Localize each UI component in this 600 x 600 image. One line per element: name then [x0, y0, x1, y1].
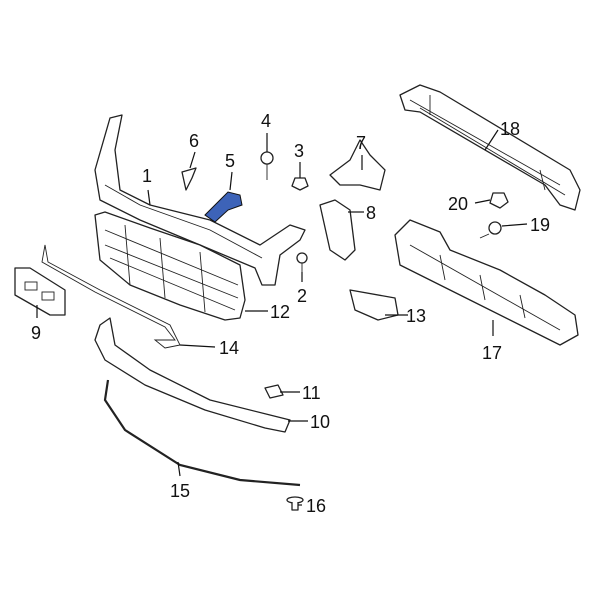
callout-7: 7: [356, 133, 366, 153]
callout-18: 18: [500, 119, 520, 139]
callout-2: 2: [297, 286, 307, 306]
part-18-reinforcement-beam[interactable]: [399, 84, 581, 211]
part-20-nut[interactable]: [489, 192, 509, 209]
part-15-valance-strip[interactable]: [103, 379, 301, 487]
part-9-license-bracket[interactable]: [14, 267, 66, 316]
callout-3: 3: [294, 141, 304, 161]
callout-19: 19: [530, 215, 550, 235]
part-6-pin[interactable]: [181, 167, 197, 191]
part-8-side-bracket[interactable]: [319, 199, 356, 261]
part-10-lower-valance[interactable]: [94, 317, 291, 433]
callout-8: 8: [366, 203, 376, 223]
part-19-bolt[interactable]: [479, 221, 502, 239]
callout-9: 9: [31, 323, 41, 343]
part-14-grille-trim[interactable]: [41, 244, 181, 349]
part-3-nut[interactable]: [291, 177, 309, 191]
part-7-bracket[interactable]: [329, 139, 386, 191]
part-17-energy-absorber[interactable]: [394, 219, 579, 346]
callout-16: 16: [306, 496, 326, 516]
callout-1: 1: [142, 166, 152, 186]
callout-4: 4: [261, 111, 271, 131]
callouts: 1 2 3 4 5 6 7 8 9 10 11 12 13 14 15 16 1…: [31, 111, 550, 516]
callout-14: 14: [219, 338, 239, 358]
part-11-clip[interactable]: [264, 384, 284, 399]
part-13-bracket[interactable]: [349, 289, 399, 321]
part-1-bumper-cover[interactable]: [94, 114, 306, 286]
callout-15: 15: [170, 481, 190, 501]
part-16-push-pin[interactable]: [286, 496, 304, 511]
part-5-highlighted-bracket[interactable]: [204, 191, 243, 223]
callout-13: 13: [406, 306, 426, 326]
callout-17: 17: [482, 343, 502, 363]
callout-6: 6: [189, 131, 199, 151]
callout-11: 11: [302, 383, 321, 403]
part-12-lower-grille[interactable]: [94, 211, 246, 321]
part-2-screw[interactable]: [296, 252, 308, 272]
callout-12: 12: [270, 302, 290, 322]
leader-lines: [36, 129, 528, 506]
callout-5: 5: [225, 151, 235, 171]
part-4-bolt[interactable]: [260, 151, 274, 180]
callout-10: 10: [310, 412, 330, 432]
callout-20: 20: [448, 194, 468, 214]
